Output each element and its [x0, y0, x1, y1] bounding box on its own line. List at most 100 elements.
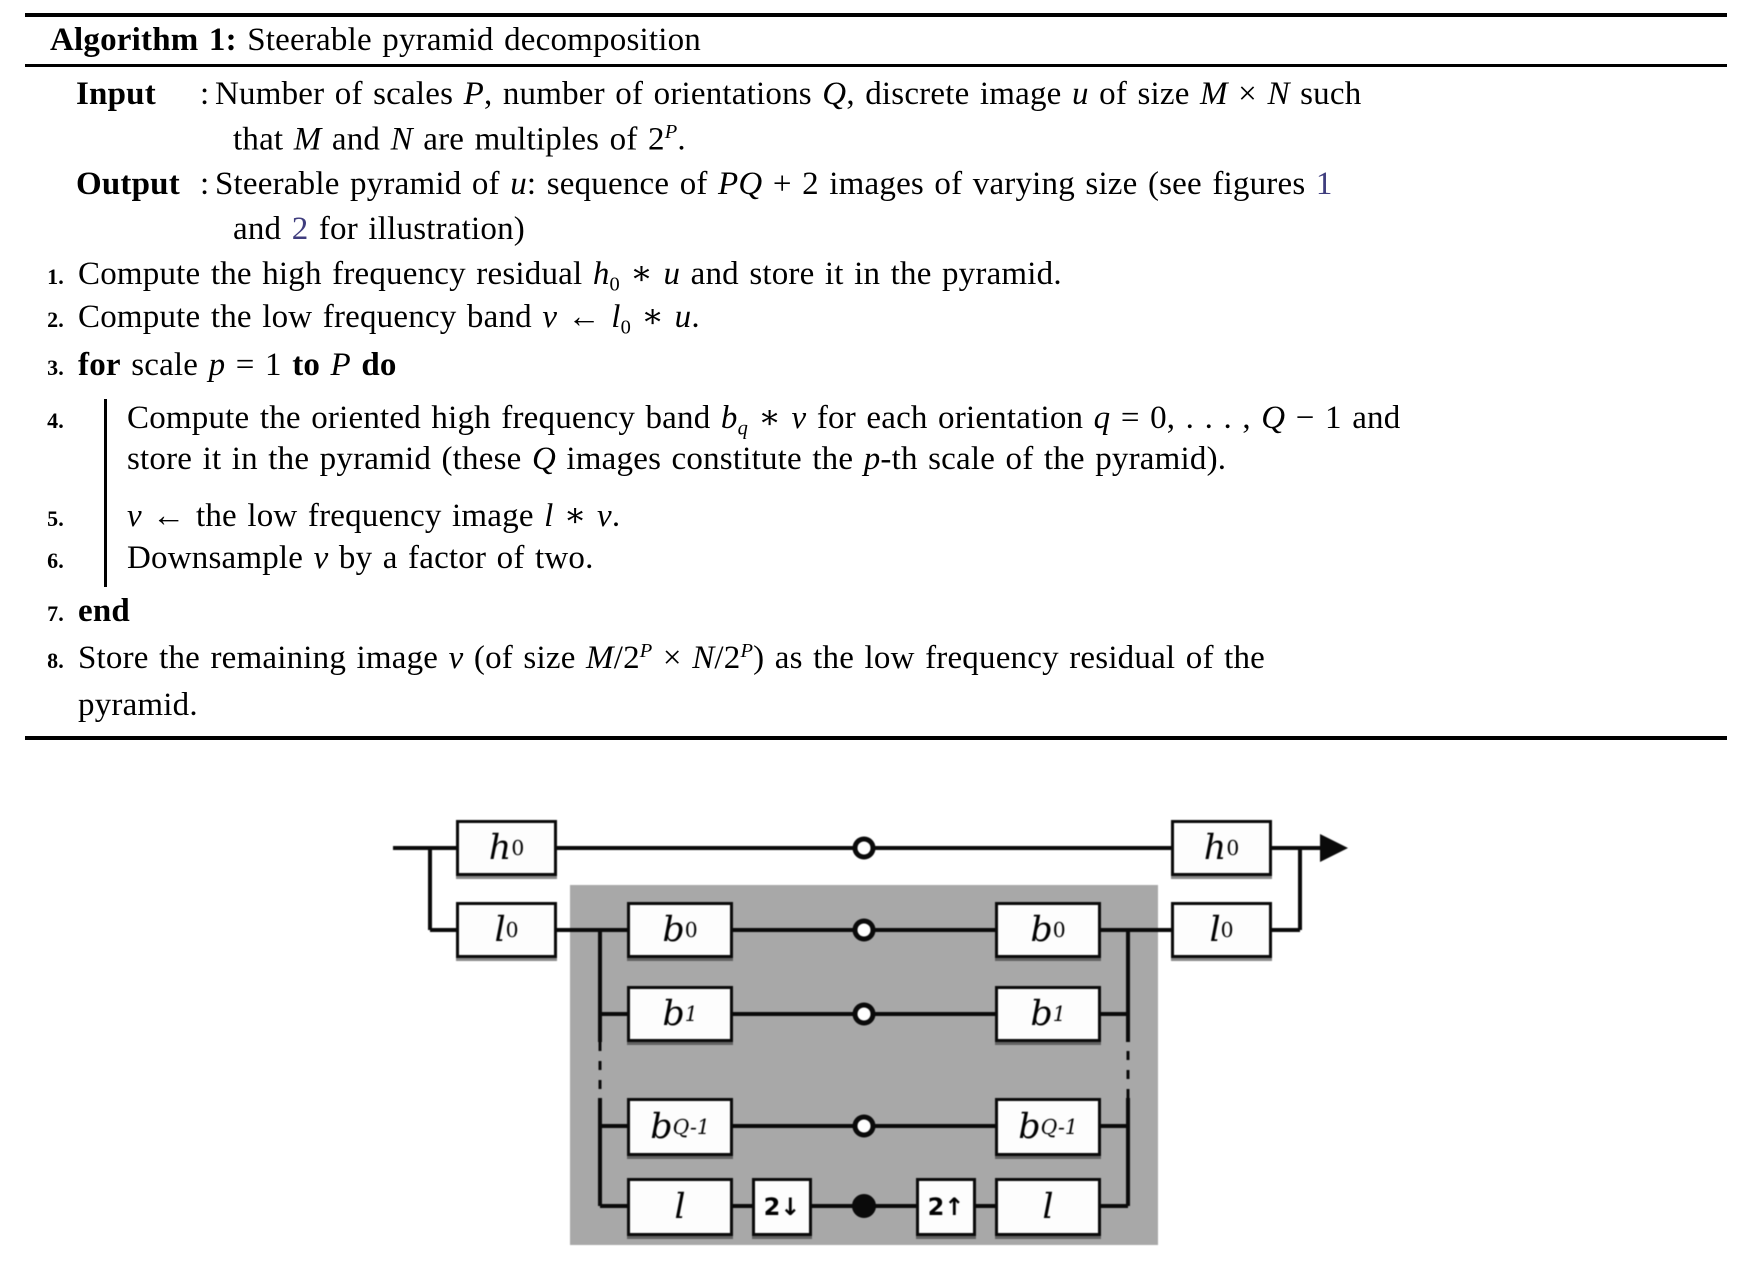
text-segment: Store the remaining image: [78, 640, 449, 677]
output-line-1: Output : Steerable pyramid of u: sequenc…: [76, 166, 1332, 203]
algorithm-title: Algorithm 1: Steerable pyramid decomposi…: [50, 22, 701, 59]
text-segment: Q: [1261, 400, 1286, 436]
text-segment: /2: [714, 640, 741, 677]
step-number: 5.: [47, 506, 64, 531]
output-label: Output: [76, 166, 180, 202]
text-segment: Q: [822, 76, 847, 112]
text-segment: b: [720, 400, 738, 436]
text-segment: -th scale of the pyramid).: [880, 441, 1227, 477]
text-segment: l: [611, 299, 621, 335]
step-4: 4.Compute the oriented high frequency ba…: [30, 397, 1400, 441]
text-segment: (of size: [463, 640, 586, 677]
step-number: 3.: [47, 355, 64, 380]
text-segment: by a factor of two.: [328, 540, 594, 576]
text-segment: N: [1267, 76, 1290, 112]
figure-ref-link[interactable]: 1: [1315, 166, 1333, 202]
step-text: end: [78, 593, 130, 629]
text-segment: Q-1: [672, 1115, 710, 1139]
step-text: Downsample v by a factor of two.: [127, 540, 594, 576]
text-segment: P: [664, 121, 678, 143]
text-segment: 2↓: [763, 1193, 801, 1221]
step-text: Compute the high frequency residual h0 ∗…: [78, 256, 1062, 296]
text-segment: images constitute the: [555, 441, 864, 477]
filter-box-l-right: l: [995, 1178, 1101, 1236]
step-text: Compute the low frequency band v ← l0 ∗ …: [78, 299, 700, 339]
text-segment: 0: [1052, 918, 1066, 942]
text-segment: /2: [613, 640, 640, 677]
text-segment: for illustration): [308, 211, 525, 247]
text-segment: v: [597, 498, 612, 534]
step-text: pyramid.: [78, 687, 198, 723]
text-segment: b: [1030, 994, 1053, 1034]
text-segment: u: [1071, 76, 1089, 112]
text-segment: Steerable pyramid decomposition: [236, 22, 701, 58]
text-segment: M: [293, 121, 322, 158]
text-segment: l: [1209, 910, 1221, 950]
text-segment: P: [463, 76, 484, 112]
step-number: 7.: [47, 601, 64, 626]
text-segment: v: [791, 400, 807, 436]
text-segment: p: [208, 347, 226, 383]
text-segment: ×: [1227, 76, 1268, 112]
step-text: for scale p = 1 to P do: [78, 347, 397, 383]
output-colon: :: [200, 166, 210, 202]
text-segment: l: [544, 498, 554, 534]
algorithm-caption-rule: [25, 64, 1727, 67]
text-segment: P: [740, 640, 754, 662]
text-segment: 0: [505, 918, 519, 942]
algorithm-top-rule: [25, 13, 1727, 17]
text-segment: N: [390, 121, 413, 158]
step-1: 1.Compute the high frequency residual h0…: [30, 253, 1062, 297]
text-segment: for each orientation: [806, 400, 1094, 436]
text-segment: Q: [531, 441, 556, 477]
text-segment: to: [292, 347, 321, 383]
band-output-nodes: [852, 836, 876, 1218]
text-segment: h: [592, 256, 610, 292]
step-2: 2.Compute the low frequency band v ← l0 …: [30, 296, 700, 340]
step-text: Store the remaining image v (of size M/2…: [78, 640, 1265, 676]
text-segment: = 0, . . . ,: [1110, 400, 1262, 436]
text-segment: ×: [652, 640, 693, 677]
figure-ref-link[interactable]: 2: [291, 211, 309, 247]
text-segment: v: [448, 640, 464, 677]
text-segment: p: [863, 441, 881, 477]
text-segment: u: [663, 256, 681, 292]
filter-box-l-left: l: [627, 1178, 733, 1236]
text-segment: M: [586, 640, 614, 677]
text-segment: Compute the low frequency band: [78, 299, 543, 335]
text-segment: ) as the low frequency residual of the: [753, 640, 1266, 677]
text-segment: P: [639, 640, 653, 662]
text-segment: ∗: [553, 498, 598, 534]
text-segment: are multiples of 2: [412, 121, 665, 158]
text-segment: pyramid.: [78, 687, 198, 723]
text-segment: l: [674, 1187, 686, 1227]
text-segment: h: [488, 828, 512, 868]
upsample-box: 2↑: [916, 1178, 976, 1236]
text-segment: q: [737, 417, 748, 440]
text-segment: − 1 and: [1285, 400, 1401, 436]
text-segment: v: [542, 299, 558, 335]
text-segment: b: [1018, 1107, 1041, 1147]
input-text: Number of scales P, number of orientatio…: [215, 76, 1361, 113]
step-4-continued: store it in the pyramid (these Q images …: [30, 441, 1226, 478]
text-segment: N: [692, 640, 715, 677]
text-segment: .: [677, 121, 686, 158]
text-segment: b: [1030, 910, 1053, 950]
figure-connections: [393, 834, 1348, 1218]
text-segment: ∗: [619, 256, 664, 292]
text-segment: PQ: [718, 166, 763, 202]
step-number: 6.: [47, 548, 64, 573]
text-segment: b: [662, 910, 685, 950]
text-segment: v: [313, 540, 329, 576]
step-text: store it in the pyramid (these Q images …: [127, 441, 1226, 477]
text-segment: v: [127, 498, 142, 534]
output-arrow-icon: [1320, 834, 1348, 862]
text-segment: and: [321, 121, 391, 158]
step-text: v ← the low frequency image l ∗ v.: [127, 498, 620, 534]
text-segment: .: [691, 299, 700, 335]
text-segment: b: [662, 994, 685, 1034]
